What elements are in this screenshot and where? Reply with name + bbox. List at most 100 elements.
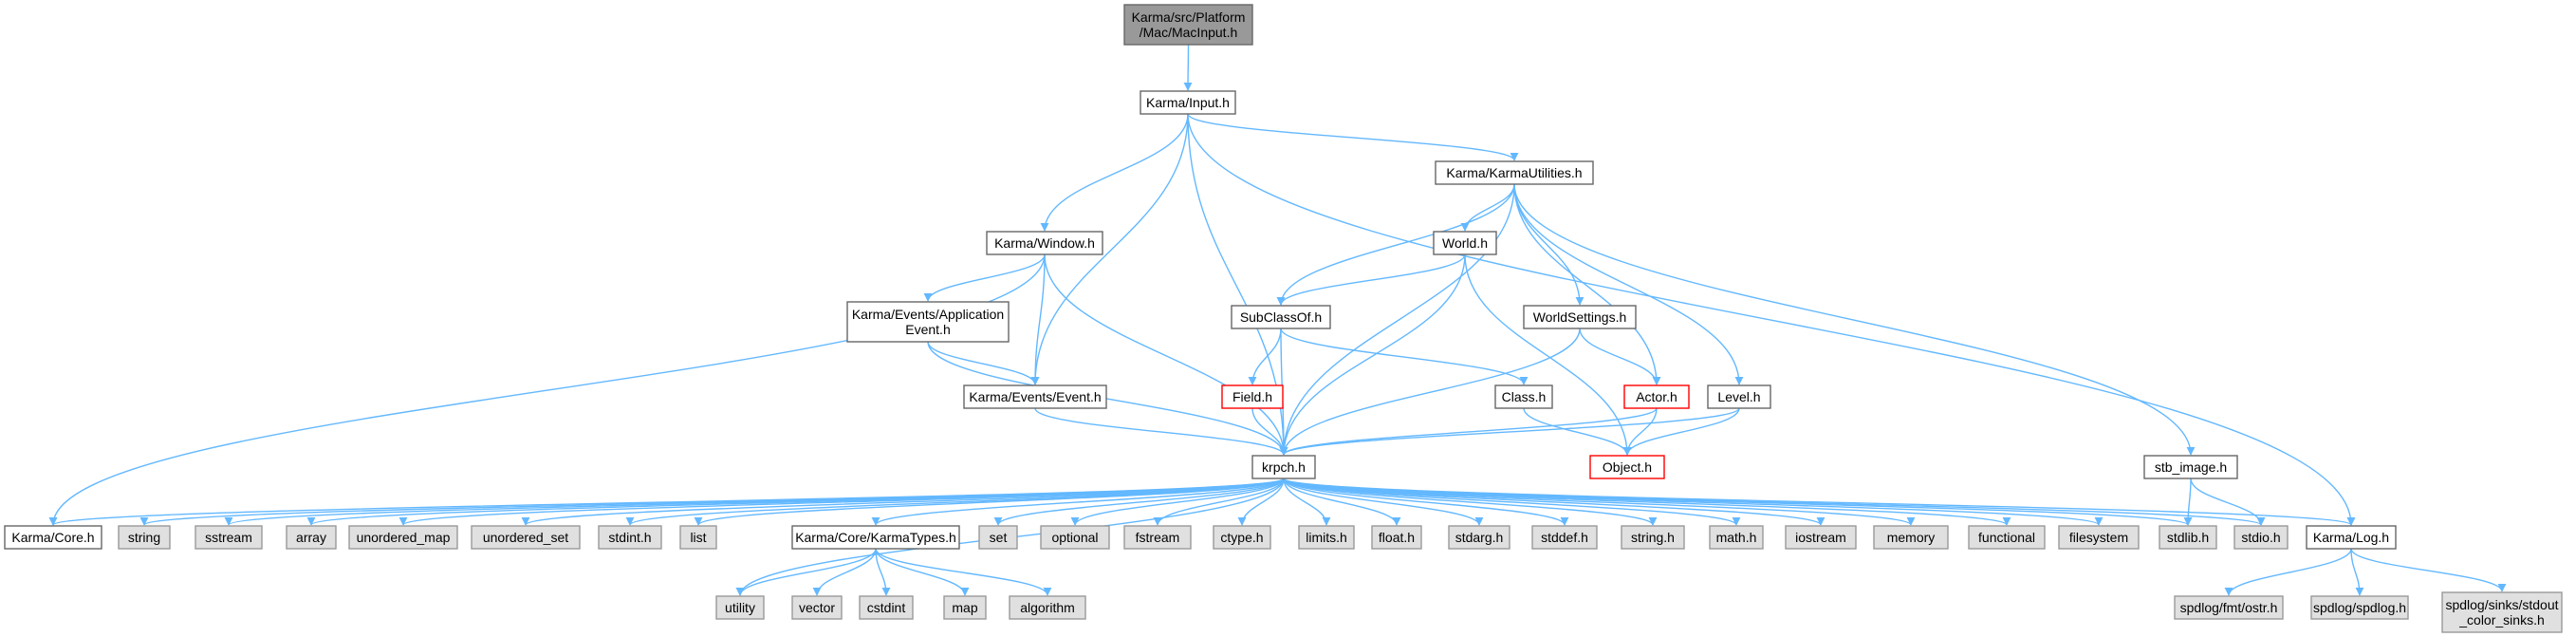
node-label: spdlog/spdlog.h (2313, 600, 2406, 615)
node-label: Karma/src/Platform (1132, 9, 1246, 25)
node-label: fstream (1136, 530, 1180, 545)
node-list: list (679, 525, 717, 550)
node-box (2174, 595, 2284, 620)
node-level[interactable]: Level.h (1707, 384, 1771, 409)
node-label: sstream (205, 530, 252, 545)
node-label: string.h (1631, 530, 1675, 545)
node-box (679, 525, 717, 550)
node-karmatypes[interactable]: Karma/Core/KarmaTypes.h (791, 525, 960, 550)
edge-krpch-to-karmatypes (871, 478, 1285, 526)
node-algorithm: algorithm (1009, 595, 1086, 620)
node-box (2441, 591, 2563, 633)
node-krpch[interactable]: krpch.h (1251, 455, 1316, 479)
edge-krpch-to-stringh (1283, 478, 1658, 526)
node-set: set (978, 525, 1018, 550)
edge-karmatypes-to-map (875, 548, 970, 596)
node-box (1523, 305, 1637, 329)
node-box (1707, 384, 1771, 409)
node-box (1123, 525, 1192, 550)
edge-worldsettings-to-krpch (1279, 328, 1581, 456)
node-unordered_map: unordered_map (348, 525, 458, 550)
node-vector: vector (791, 595, 843, 620)
node-box (1623, 384, 1690, 409)
edge-krpch-to-log (1283, 478, 2356, 526)
node-label: memory (1887, 530, 1936, 545)
edge-log-to-ostr (2224, 548, 2352, 596)
edge-krpch-to-limits (1283, 478, 1331, 526)
node-label: stdint.h (608, 530, 651, 545)
node-stbimage[interactable]: stb_image.h (2143, 455, 2238, 479)
node-box (963, 384, 1107, 409)
edges (48, 44, 2507, 596)
node-label: limits.h (1306, 530, 1347, 545)
node-box (2306, 525, 2397, 550)
node-box (1589, 455, 1665, 479)
node-log[interactable]: Karma/Log.h (2306, 525, 2397, 550)
edge-stbimage-to-stdlib (2183, 478, 2193, 526)
node-box (1448, 525, 1510, 550)
node-box (978, 525, 1018, 550)
node-label: float.h (1379, 530, 1415, 545)
edge-class-to-object (1523, 407, 1632, 456)
node-field[interactable]: Field.h (1221, 384, 1284, 409)
node-karmautilities[interactable]: Karma/KarmaUtilities.h (1435, 160, 1594, 185)
node-label: spdlog/sinks/stdout (2445, 597, 2558, 612)
node-subclassof[interactable]: SubClassOf.h (1231, 305, 1331, 329)
node-label: WorldSettings.h (1533, 309, 1627, 325)
node-stdio: stdio.h (2233, 525, 2289, 550)
node-box (2159, 525, 2217, 550)
node-box (1709, 525, 1764, 550)
node-macinput[interactable]: Karma/src/Platform/Mac/MacInput.h (1123, 4, 1253, 46)
edge-karmatypes-to-cstdint (875, 548, 891, 596)
edge-appevent-to-event (927, 341, 1040, 385)
edge-karmautilities-to-stbimage (1513, 183, 2196, 456)
edge-level-to-object (1622, 407, 1740, 456)
node-label: vector (799, 600, 835, 615)
node-label: Karma/Events/Event.h (969, 389, 1101, 404)
node-label: algorithm (1020, 600, 1075, 615)
node-box (1231, 305, 1331, 329)
node-input[interactable]: Karma/Input.h (1140, 90, 1236, 115)
node-box (1621, 525, 1685, 550)
edge-actor-to-krpch (1279, 407, 1658, 456)
node-window[interactable]: Karma/Window.h (986, 231, 1103, 255)
node-float: float.h (1371, 525, 1422, 550)
edge-log-to-sinks (2350, 548, 2507, 592)
node-box (1213, 525, 1271, 550)
node-object[interactable]: Object.h (1589, 455, 1665, 479)
node-label: Karma/Core.h (11, 530, 94, 545)
node-box (943, 595, 987, 620)
edge-field-to-krpch (1251, 407, 1288, 456)
node-actor[interactable]: Actor.h (1623, 384, 1690, 409)
edge-krpch-to-stddef (1283, 478, 1569, 526)
node-box (1494, 384, 1553, 409)
node-box (286, 525, 337, 550)
edge-krpch-to-math (1283, 478, 1741, 526)
edge-world-to-subclassof (1276, 253, 1466, 306)
node-box (1785, 525, 1857, 550)
node-core[interactable]: Karma/Core.h (4, 525, 102, 550)
edge-event-to-krpch (1034, 407, 1288, 456)
node-label: math.h (1716, 530, 1757, 545)
edge-window-to-krpch (1044, 253, 1288, 456)
edge-krpch-to-string (139, 478, 1285, 526)
edge-karmautilities-to-subclassof (1276, 183, 1515, 306)
node-event[interactable]: Karma/Events/Event.h (963, 384, 1107, 409)
node-box (1531, 525, 1598, 550)
node-class[interactable]: Class.h (1494, 384, 1553, 409)
node-box (859, 595, 914, 620)
node-box (1221, 384, 1284, 409)
node-label: stdarg.h (1455, 530, 1504, 545)
node-world[interactable]: World.h (1433, 231, 1497, 255)
node-math: math.h (1709, 525, 1764, 550)
node-worldsettings[interactable]: WorldSettings.h (1523, 305, 1637, 329)
node-limits: limits.h (1298, 525, 1355, 550)
node-label: Karma/Core/KarmaTypes.h (795, 530, 956, 545)
node-box (2143, 455, 2238, 479)
node-box (471, 525, 581, 550)
edge-input-to-karmautilities (1187, 113, 1519, 161)
edge-subclassof-to-class (1280, 328, 1529, 385)
node-label: utility (725, 600, 755, 615)
